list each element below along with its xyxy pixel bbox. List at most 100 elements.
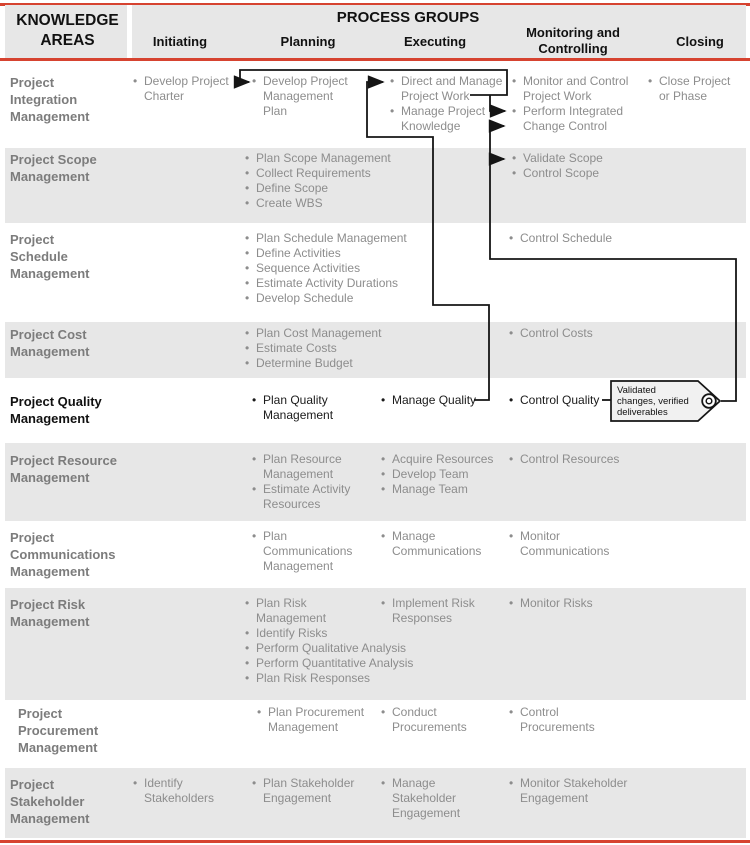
knowledge-areas-header: KNOWLEDGE AREAS	[8, 11, 127, 51]
process-item: Acquire Resources	[381, 452, 493, 467]
process-item: Plan Cost Management	[245, 326, 381, 341]
process-item: Develop Schedule	[245, 291, 407, 306]
column-header-executing: Executing	[403, 34, 467, 49]
process-item: Validate Scope	[512, 151, 603, 166]
top-red-rule	[0, 3, 750, 6]
tag-hole-icon	[701, 393, 717, 409]
process-item: Estimate Costs	[245, 341, 381, 356]
cell-schedule-monitoring: Control Schedule	[509, 231, 612, 246]
process-item: Define Activities	[245, 246, 407, 261]
tag-line3: deliverables	[617, 407, 668, 418]
cell-quality-monitoring: Control Quality	[509, 393, 599, 408]
process-item: Perform Qualitative Analysis	[245, 641, 413, 656]
process-item: Plan Schedule Management	[245, 231, 407, 246]
process-item: Control Scope	[512, 166, 603, 181]
process-item: Manage Quality	[381, 393, 476, 408]
cell-scope-planning: Plan Scope ManagementCollect Requirement…	[245, 151, 391, 211]
cell-schedule-planning: Plan Schedule ManagementDefine Activitie…	[245, 231, 407, 306]
row-band-resource	[5, 443, 746, 521]
column-header-planning: Planning	[280, 34, 336, 49]
cell-cost-planning: Plan Cost ManagementEstimate CostsDeterm…	[245, 326, 381, 371]
cell-risk-planning: Plan RiskManagementIdentify RisksPerform…	[245, 596, 413, 686]
process-item: Monitor Risks	[509, 596, 593, 611]
cell-quality-executing: Manage Quality	[381, 393, 476, 408]
cell-scope-monitoring: Validate ScopeControl Scope	[512, 151, 603, 181]
header-column-separator	[127, 5, 132, 58]
process-item: Control Costs	[509, 326, 593, 341]
process-item: Control Quality	[509, 393, 599, 408]
process-item: Perform Quantitative Analysis	[245, 656, 413, 671]
header-red-rule	[0, 58, 750, 61]
process-item: Develop Team	[381, 467, 493, 482]
process-item: Control Schedule	[509, 231, 612, 246]
knowledge-areas-line1: KNOWLEDGE	[16, 12, 119, 29]
tag-line1: Validated	[617, 385, 656, 396]
column-header-initiating: Initiating	[152, 34, 208, 49]
cell-risk-monitoring: Monitor Risks	[509, 596, 593, 611]
tag-label: Validated changes, verified deliverables	[617, 385, 702, 418]
row-band-stakeholder	[5, 768, 746, 838]
process-item: Control Resources	[509, 452, 619, 467]
column-header-closing: Closing	[676, 34, 724, 49]
process-item: Identify Risks	[245, 626, 413, 641]
process-item: Determine Budget	[245, 356, 381, 371]
process-item: Define Scope	[245, 181, 391, 196]
process-item: Create WBS	[245, 196, 391, 211]
cell-resource-executing: Acquire ResourcesDevelop TeamManage Team	[381, 452, 493, 497]
process-item: Plan Scope Management	[245, 151, 391, 166]
knowledge-areas-line2: AREAS	[40, 32, 95, 49]
process-item: Sequence Activities	[245, 261, 407, 276]
process-item: Plan Risk Responses	[245, 671, 413, 686]
bottom-red-rule	[0, 840, 750, 843]
cell-resource-monitoring: Control Resources	[509, 452, 619, 467]
tag-line2: changes, verified	[617, 396, 689, 407]
